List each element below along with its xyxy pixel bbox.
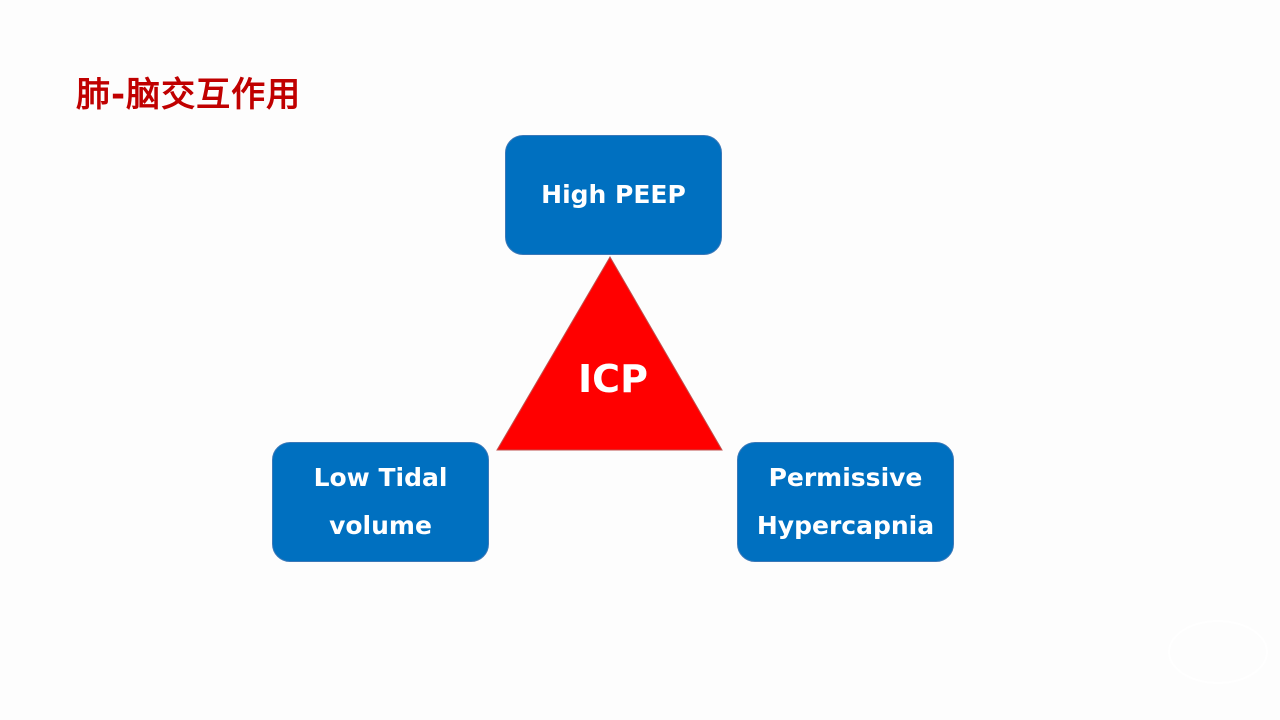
permissive-label-line2: Hypercapnia xyxy=(756,511,935,540)
low-tidal-label-line1: Low Tidal xyxy=(313,463,448,492)
triangle-shape xyxy=(496,256,723,451)
high-peep-box: High PEEP xyxy=(505,135,722,255)
low-tidal-volume-box: Low Tidal volume xyxy=(272,442,489,562)
permissive-label-line1: Permissive xyxy=(768,463,923,492)
icp-label: ICP xyxy=(578,357,648,401)
slide-title: 肺-脑交互作用 xyxy=(76,75,302,115)
watermark-logo-icon xyxy=(1168,620,1268,684)
permissive-hypercapnia-box: Permissive Hypercapnia xyxy=(737,442,954,562)
high-peep-label: High PEEP xyxy=(541,180,686,209)
low-tidal-label-line2: volume xyxy=(329,511,432,540)
